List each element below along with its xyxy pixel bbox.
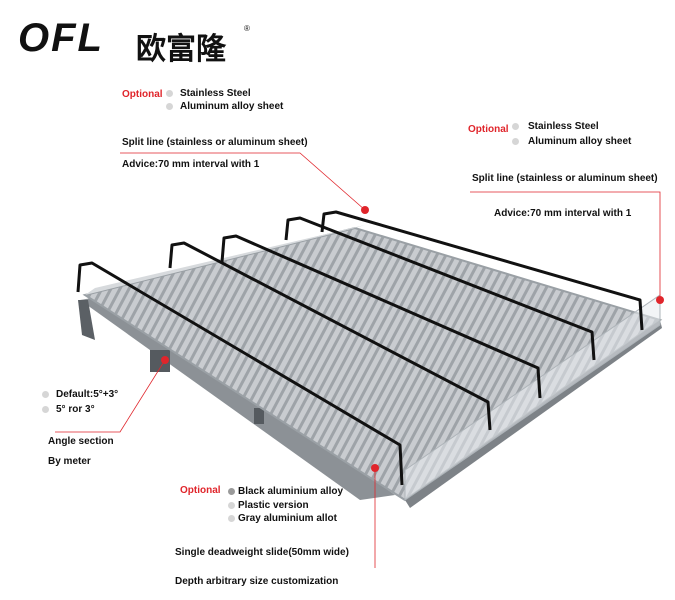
marker-slide bbox=[371, 464, 379, 472]
bracket-bottom bbox=[254, 408, 264, 424]
option-dot-icon bbox=[228, 488, 235, 495]
marker-top bbox=[361, 206, 369, 214]
right-option-item-2: Aluminum alloy sheet bbox=[528, 136, 632, 147]
bottom-option-item-3: Gray aluminium allot bbox=[238, 513, 337, 524]
top-option-label: Optional bbox=[122, 89, 163, 100]
divider-wire-2 bbox=[168, 241, 492, 431]
leader-right bbox=[470, 191, 661, 300]
marker-right bbox=[656, 296, 664, 304]
logo-text-cn: 欧富隆 bbox=[136, 32, 226, 67]
angle-item-2: 5° ror 3° bbox=[56, 404, 95, 415]
angle-section-label: Angle section bbox=[48, 436, 114, 447]
divider-wire-5 bbox=[320, 210, 644, 331]
bracket-left bbox=[78, 300, 95, 340]
divider-wire-1 bbox=[76, 261, 404, 486]
registered-mark: ® bbox=[244, 24, 250, 33]
split-line-right-title: Split line (stainless or aluminum sheet) bbox=[472, 173, 658, 184]
slide-depth: Depth arbitrary size customization bbox=[175, 576, 339, 587]
top-option-item-2: Aluminum alloy sheet bbox=[180, 101, 284, 112]
slide-title: Single deadweight slide(50mm wide) bbox=[175, 547, 349, 558]
right-option-item-1: Stainless Steel bbox=[528, 121, 599, 132]
bottom-option-item-1: Black aluminium alloy bbox=[238, 486, 344, 497]
front-baffle bbox=[404, 294, 661, 501]
logo-text-en: OFL bbox=[18, 16, 104, 60]
bracket-center bbox=[150, 350, 170, 372]
split-line-right-advice: Advice:70 mm interval with 1 bbox=[494, 208, 632, 219]
bottom-option-group: Optional Black aluminium alloy Plastic v… bbox=[180, 485, 380, 527]
angle-item-1: Default:5°+3° bbox=[56, 389, 119, 400]
option-dot-icon bbox=[42, 391, 49, 398]
option-dot-icon bbox=[512, 138, 519, 145]
divider-wires bbox=[76, 210, 644, 486]
leader-top bbox=[120, 152, 366, 211]
marker-angle bbox=[161, 356, 169, 364]
tray-back-edge bbox=[85, 225, 365, 295]
option-dot-icon bbox=[42, 406, 49, 413]
split-line-left-advice: Advice:70 mm interval with 1 bbox=[122, 159, 260, 170]
angle-option-group: Default:5°+3° 5° ror 3° bbox=[42, 388, 182, 416]
bottom-option-item-2: Plastic version bbox=[238, 500, 309, 511]
option-dot-icon bbox=[228, 502, 235, 509]
top-option-group: Optional Stainless Steel Aluminum alloy … bbox=[122, 88, 322, 114]
option-dot-icon bbox=[228, 515, 235, 522]
top-option-item-1: Stainless Steel bbox=[180, 88, 251, 99]
divider-wire-3 bbox=[220, 234, 542, 399]
bottom-option-label: Optional bbox=[180, 485, 221, 496]
by-meter-label: By meter bbox=[48, 456, 91, 467]
option-dot-icon bbox=[166, 103, 173, 110]
option-dot-icon bbox=[166, 90, 173, 97]
leader-lines bbox=[55, 152, 661, 568]
divider-wire-4 bbox=[284, 216, 596, 361]
split-line-left-title: Split line (stainless or aluminum sheet) bbox=[122, 137, 308, 148]
leader-angle bbox=[55, 359, 166, 433]
right-option-group: Optional Stainless Steel Aluminum alloy … bbox=[468, 120, 668, 148]
option-dot-icon bbox=[512, 123, 519, 130]
tray-side-frame bbox=[80, 295, 395, 500]
right-option-label: Optional bbox=[468, 124, 509, 135]
red-markers bbox=[161, 206, 664, 472]
brand-logo: OFL 欧富隆 ® bbox=[18, 16, 268, 67]
